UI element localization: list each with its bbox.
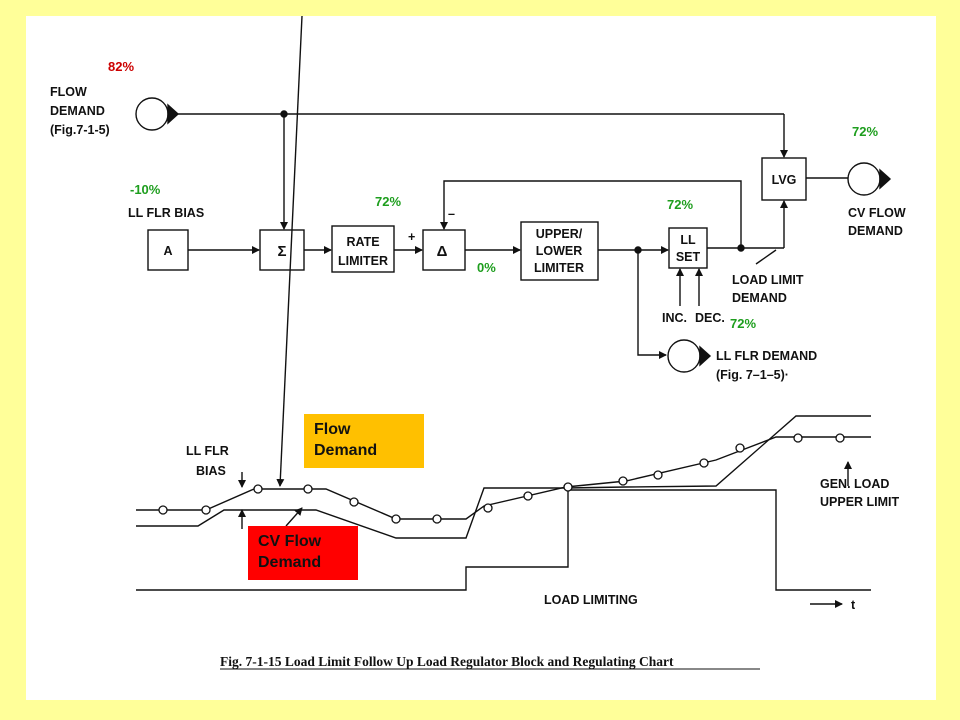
ll-set-pct: 72% bbox=[667, 197, 693, 212]
load-limiting-label: LOAD LIMITING bbox=[544, 593, 638, 607]
ll-flr-bias-chart-label-1: LL FLR bbox=[186, 444, 229, 458]
cv-flow-demand-callout-line1: CV Flow bbox=[258, 533, 322, 550]
ll-set-box bbox=[668, 227, 708, 269]
dec-label: DEC. bbox=[695, 311, 725, 325]
upper-lower-label-1: UPPER/ bbox=[536, 227, 583, 241]
load-limiting-trace bbox=[136, 489, 871, 591]
flow-demand-callout: Flow Demand bbox=[304, 414, 424, 468]
rate-limiter-label-1: RATE bbox=[346, 235, 379, 249]
delta-symbol: Δ bbox=[437, 243, 448, 260]
ll-flr-demand-label-2: (Fig. 7–1–5)· bbox=[716, 368, 789, 382]
ll-flr-bias-label: LL FLR BIAS bbox=[128, 206, 204, 220]
time-axis-label: t bbox=[851, 598, 856, 612]
delta-box bbox=[422, 229, 466, 271]
figure-caption: Fig. 7-1-15 Load Limit Follow Up Load Re… bbox=[220, 654, 674, 669]
box-a-label: A bbox=[163, 244, 172, 258]
cv-flow-demand-callout-line2: Demand bbox=[258, 554, 322, 571]
upper-lower-label-2: LOWER bbox=[536, 244, 583, 258]
lvg-out-pct: 72% bbox=[852, 124, 878, 139]
cv-flow-demand-trace bbox=[136, 415, 871, 539]
slide: 82% FLOW DEMAND (Fig.7-1-5) -10% LL FLR … bbox=[26, 16, 936, 700]
ll-set-label-1: LL bbox=[680, 233, 696, 247]
minus-sign: – bbox=[448, 207, 455, 221]
inc-dec-pct: 72% bbox=[730, 316, 756, 331]
delta-out-pct: 0% bbox=[477, 260, 496, 275]
flow-demand-label-3: (Fig.7-1-5) bbox=[50, 123, 110, 137]
load-limit-demand-label-1: LOAD LIMIT bbox=[732, 273, 804, 287]
rate-out-pct: 72% bbox=[375, 194, 401, 209]
box-a bbox=[147, 229, 189, 271]
sum-box bbox=[259, 229, 305, 271]
cv-flow-demand-connector bbox=[847, 162, 881, 196]
sum-symbol: Σ bbox=[277, 243, 286, 260]
rate-limiter-label-2: LIMITER bbox=[338, 254, 388, 268]
flow-demand-connector bbox=[135, 97, 169, 131]
cv-flow-demand-callout: CV Flow Demand bbox=[248, 526, 358, 580]
plus-sign: + bbox=[408, 230, 415, 244]
cv-flow-demand-label-1: CV FLOW bbox=[848, 206, 906, 220]
regulator-diagram: 82% FLOW DEMAND (Fig.7-1-5) -10% LL FLR … bbox=[50, 16, 906, 670]
lvg-label: LVG bbox=[772, 173, 797, 187]
ll-set-label-2: SET bbox=[676, 250, 701, 264]
rate-limiter-box bbox=[331, 225, 395, 273]
load-limit-demand-label-2: DEMAND bbox=[732, 291, 787, 305]
flow-demand-callout-line2: Demand bbox=[314, 442, 378, 459]
flow-demand-callout-line1: Flow bbox=[314, 421, 351, 438]
gen-load-label-1: GEN. LOAD bbox=[820, 477, 889, 491]
flow-demand-pct: 82% bbox=[108, 59, 134, 74]
ll-flr-bias-pct: -10% bbox=[130, 182, 161, 197]
flow-demand-label-1: FLOW bbox=[50, 85, 87, 99]
upper-lower-limiter-box bbox=[520, 221, 599, 281]
ll-flr-bias-chart-label-2: BIAS bbox=[196, 464, 226, 478]
cv-flow-demand-label-2: DEMAND bbox=[848, 224, 903, 238]
lvg-box bbox=[761, 157, 807, 201]
flow-demand-label-2: DEMAND bbox=[50, 104, 105, 118]
gen-load-label-2: UPPER LIMIT bbox=[820, 495, 900, 509]
inc-label: INC. bbox=[662, 311, 687, 325]
upper-lower-label-3: LIMITER bbox=[534, 261, 584, 275]
ll-flr-demand-connector bbox=[667, 339, 701, 373]
ll-flr-demand-label-1: LL FLR DEMAND bbox=[716, 349, 817, 363]
flow-demand-trace bbox=[136, 436, 871, 520]
